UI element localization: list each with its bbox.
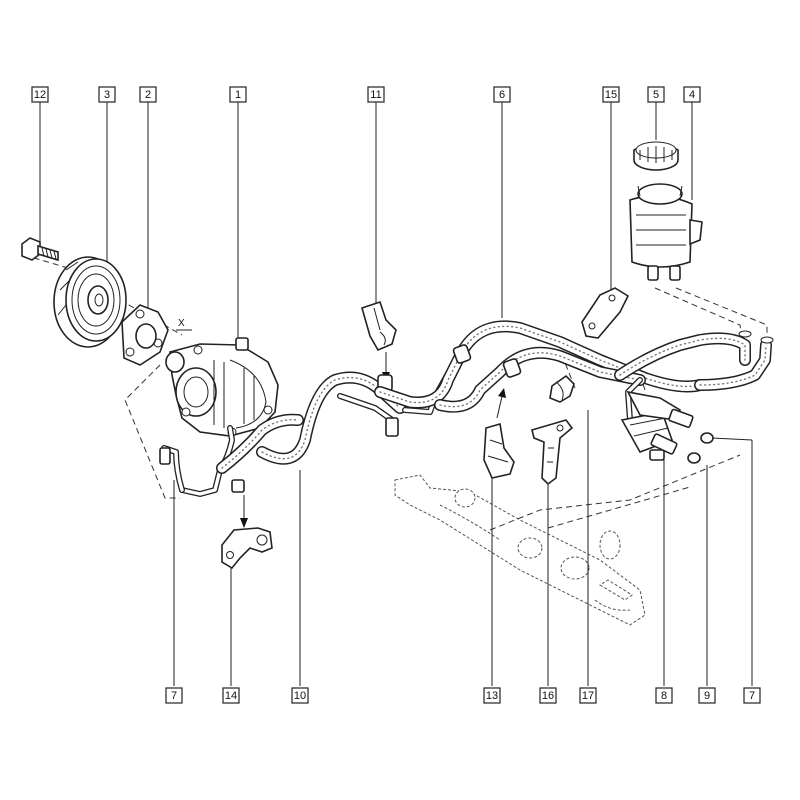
svg-text:13: 13 (486, 690, 498, 702)
pump-pulley (53, 256, 127, 348)
pipe-clip-bracket (221, 527, 273, 570)
reservoir-hoses (614, 330, 774, 391)
svg-text:14: 14 (225, 690, 237, 702)
callout-7-left: 7 (165, 687, 183, 704)
svg-text:3: 3 (104, 89, 110, 101)
svg-text:11: 11 (370, 89, 381, 101)
clip-17 (549, 374, 575, 403)
bracket-16 (531, 419, 574, 486)
callout-15: 15 (602, 86, 620, 103)
callout-7-right: 7 (743, 687, 761, 704)
return-hose (216, 371, 406, 474)
callout-1: 1 (229, 86, 247, 103)
pulley-bolt (21, 237, 59, 262)
hose-clip (361, 300, 397, 352)
callout-10: 10 (291, 687, 309, 704)
mark-x: X (178, 318, 185, 329)
steering-pump (165, 337, 279, 437)
hose-clamp (581, 287, 630, 339)
svg-text:10: 10 (294, 690, 306, 702)
svg-text:4: 4 (689, 89, 695, 101)
arrow-13-head (498, 388, 506, 398)
svg-text:7: 7 (749, 690, 755, 702)
reservoir-cap (633, 141, 679, 171)
svg-text:9: 9 (704, 690, 710, 702)
callout-14: 14 (222, 687, 240, 704)
svg-text:7: 7 (171, 690, 177, 702)
callout-17: 17 (579, 687, 597, 704)
callout-11: 11 (367, 86, 385, 103)
svg-text:16: 16 (542, 690, 554, 702)
svg-text:12: 12 (34, 89, 46, 101)
svg-text:6: 6 (499, 89, 505, 101)
fluid-reservoir (629, 183, 703, 281)
callout-8: 8 (655, 687, 673, 704)
arrow-14-head (240, 518, 248, 528)
o-rings (687, 432, 714, 464)
leader-lines (39, 102, 753, 686)
svg-text:1: 1 (235, 89, 241, 101)
svg-text:5: 5 (653, 89, 659, 101)
steering-rack (394, 474, 646, 626)
svg-text:8: 8 (661, 690, 667, 702)
callout-13: 13 (483, 687, 501, 704)
callout-9: 9 (698, 687, 716, 704)
callout-4: 4 (683, 86, 701, 103)
svg-text:17: 17 (582, 690, 594, 702)
callout-6: 6 (493, 86, 511, 103)
callout-2: 2 (139, 86, 157, 103)
supply-hose (374, 320, 706, 413)
pump-bracket (121, 304, 169, 366)
union-fittings (620, 377, 694, 461)
callout-5: 5 (647, 86, 665, 103)
svg-text:2: 2 (145, 89, 151, 101)
callout-3: 3 (98, 86, 116, 103)
callout-16: 16 (539, 687, 557, 704)
clip-13 (483, 422, 515, 479)
svg-text:15: 15 (605, 89, 617, 101)
callout-12: 12 (31, 86, 49, 103)
